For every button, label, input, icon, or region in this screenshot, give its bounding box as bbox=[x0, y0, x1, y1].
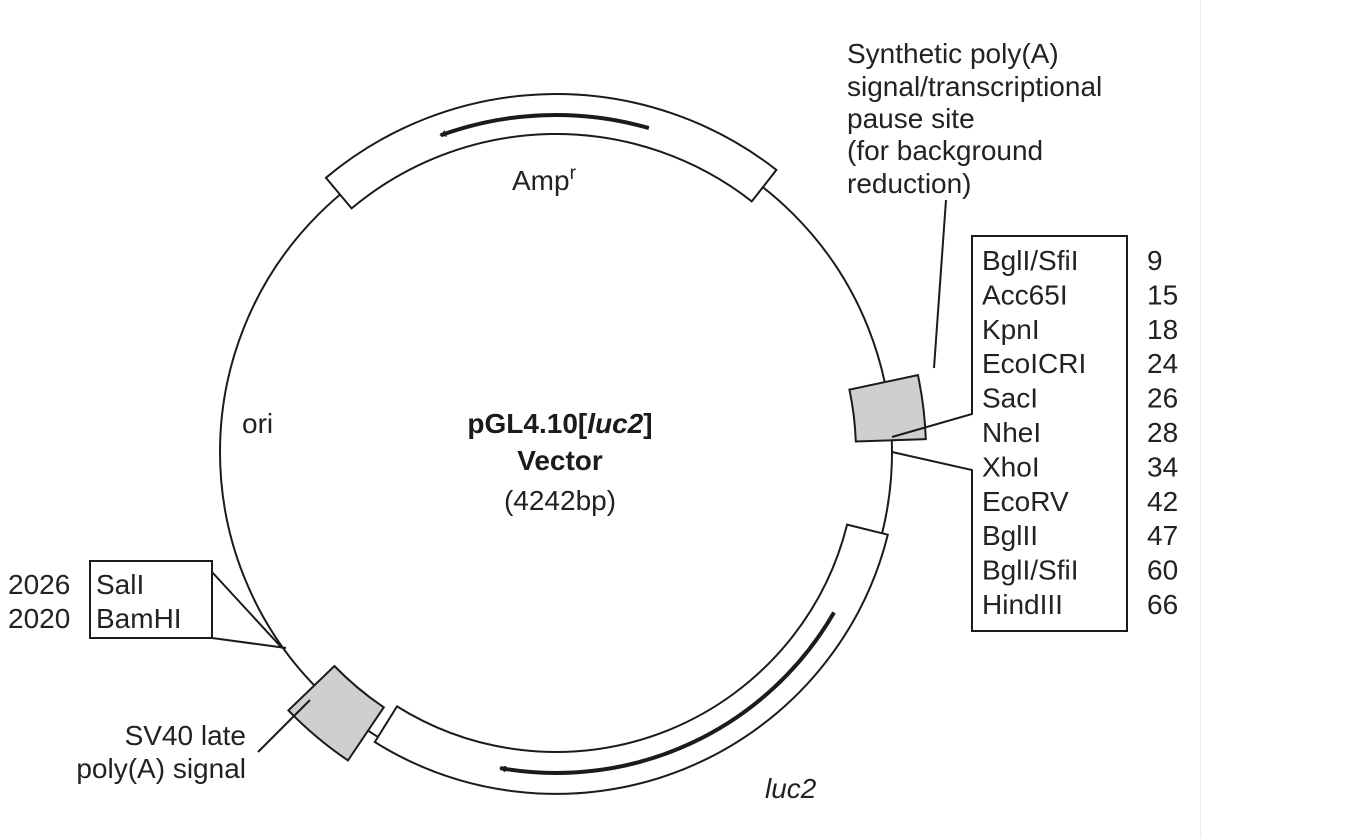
vector-size: (4242bp) bbox=[504, 485, 616, 516]
mcs-callout-box bbox=[891, 235, 1128, 632]
amp-label: Ampr bbox=[512, 163, 577, 196]
synthetic-polya-line: (for background bbox=[847, 135, 1043, 166]
mcs-enzyme-name: BglI/SfiI bbox=[982, 555, 1078, 586]
mcs-enzyme-position: 24 bbox=[1147, 348, 1178, 379]
vector-label: Vector bbox=[517, 445, 603, 476]
mcs-enzyme-position: 34 bbox=[1147, 451, 1178, 482]
vector-name: pGL4.10[luc2] bbox=[467, 408, 652, 439]
left-sites-leader-line bbox=[211, 571, 283, 649]
mcs-enzyme-position: 28 bbox=[1147, 417, 1178, 448]
mcs-enzyme-name: EcoICRI bbox=[982, 348, 1086, 379]
left-site-position-sali: 2026 bbox=[8, 569, 70, 600]
mcs-enzyme-position: 18 bbox=[1147, 314, 1178, 345]
mcs-enzyme-position: 42 bbox=[1147, 486, 1178, 517]
synthetic-polya-line: pause site bbox=[847, 103, 975, 134]
mcs-enzyme-position: 60 bbox=[1147, 555, 1178, 586]
mcs-enzyme-name: BglI/SfiI bbox=[982, 245, 1078, 276]
right-divider bbox=[1200, 0, 1201, 838]
mcs-enzyme-position: 26 bbox=[1147, 383, 1178, 414]
synthetic-polya-line: Synthetic poly(A) bbox=[847, 38, 1059, 69]
sv40-leader-line bbox=[257, 699, 311, 753]
mcs-enzyme-position: 47 bbox=[1147, 520, 1178, 551]
mcs-enzyme-name: KpnI bbox=[982, 314, 1040, 345]
amp-resistance-band bbox=[324, 93, 778, 210]
mcs-enzyme-name: EcoRV bbox=[982, 486, 1069, 517]
ori-label: ori bbox=[242, 408, 273, 439]
sv40-label-line2: poly(A) signal bbox=[76, 753, 246, 784]
left-site-enzyme-sali: SalI bbox=[96, 569, 144, 600]
synthetic-polya-label: Synthetic poly(A) signal/transcriptional… bbox=[847, 38, 1102, 199]
synthetic-polya-line: reduction) bbox=[847, 168, 972, 199]
mcs-enzyme-name: XhoI bbox=[982, 451, 1040, 482]
mcs-enzyme-name: BglII bbox=[982, 520, 1038, 551]
mcs-enzyme-name: HindIII bbox=[982, 589, 1063, 620]
luc2-direction-arrow bbox=[498, 611, 836, 775]
left-sites-callout-box bbox=[89, 560, 287, 649]
mcs-enzyme-position: 66 bbox=[1147, 589, 1178, 620]
mcs-enzyme-name: Acc65I bbox=[982, 279, 1068, 310]
mcs-enzyme-name: NheI bbox=[982, 417, 1041, 448]
left-site-enzyme-bamhi: BamHI bbox=[96, 603, 182, 634]
luc2-label: luc2 bbox=[765, 773, 817, 804]
sv40-polya-box bbox=[286, 664, 386, 762]
synthetic-polya-leader-line bbox=[933, 199, 947, 369]
left-site-position-bamhi: 2020 bbox=[8, 603, 70, 634]
luc2-gene-band bbox=[373, 523, 890, 795]
synthetic-polya-box bbox=[848, 373, 927, 443]
sv40-label-line1: SV40 late bbox=[125, 720, 246, 751]
synthetic-polya-line: signal/transcriptional bbox=[847, 71, 1102, 102]
mcs-enzyme-position: 9 bbox=[1147, 245, 1163, 276]
amp-direction-arrow bbox=[439, 113, 650, 138]
mcs-enzyme-position: 15 bbox=[1147, 279, 1178, 310]
mcs-enzyme-name: SacI bbox=[982, 383, 1038, 414]
